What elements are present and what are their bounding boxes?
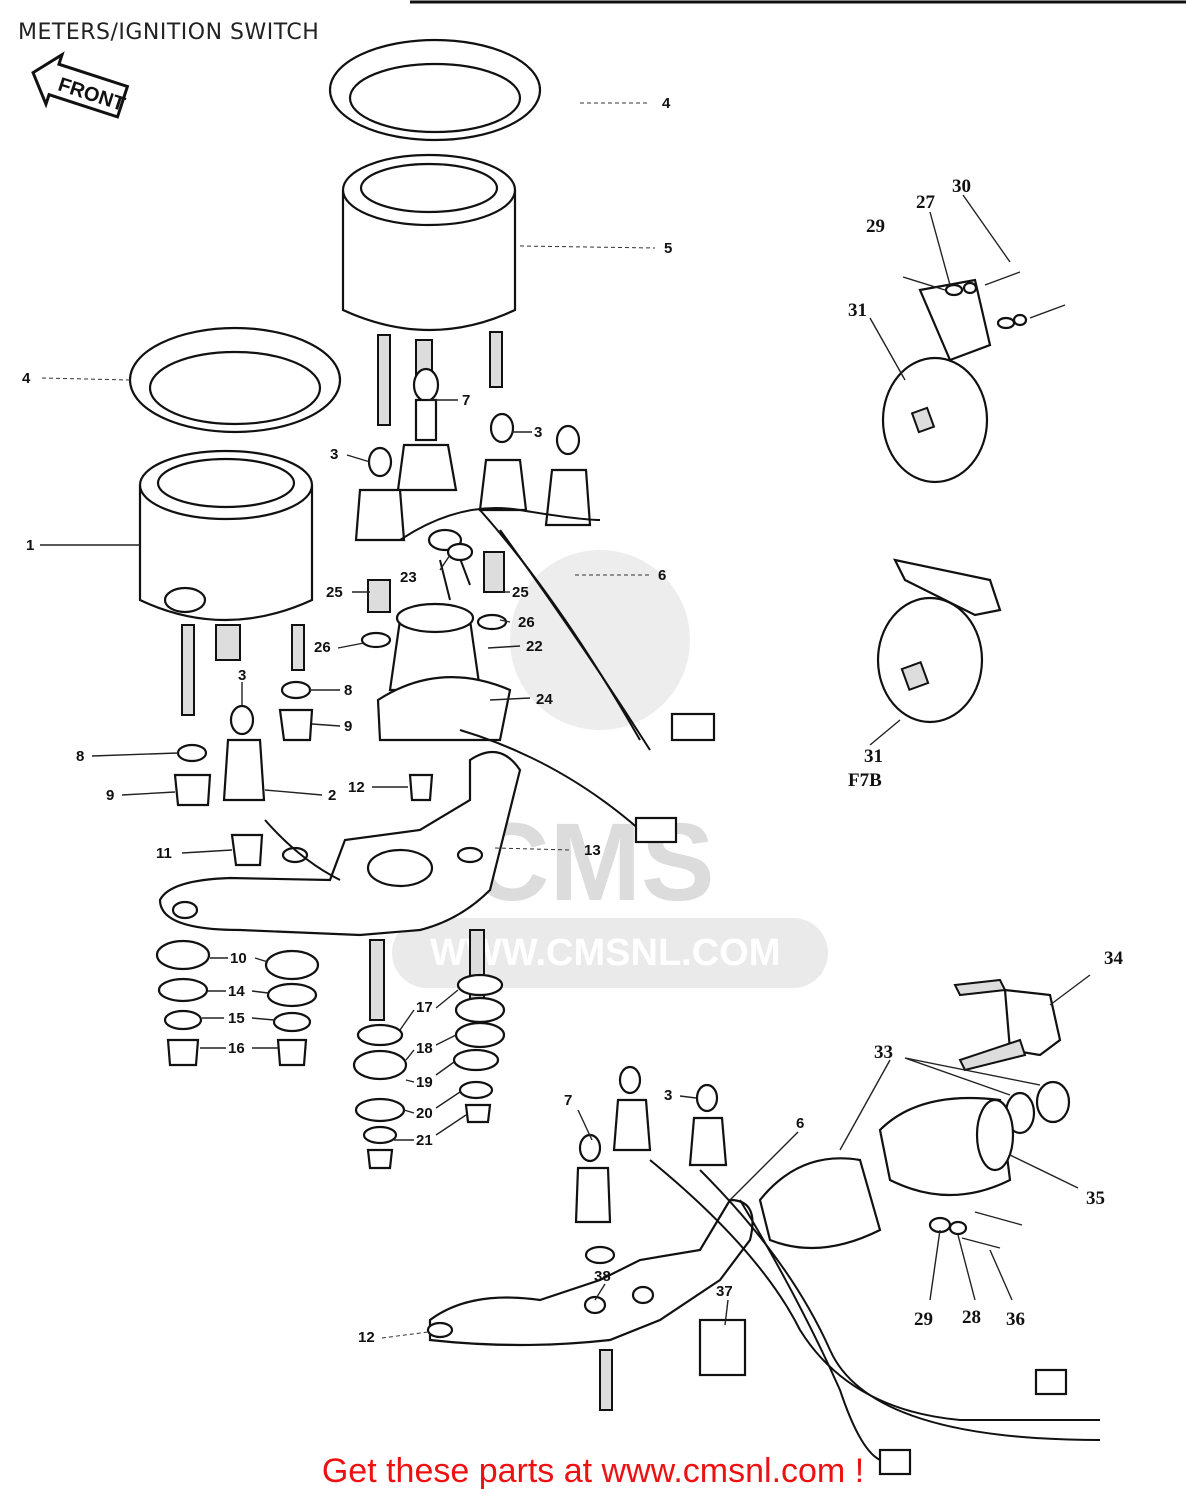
callout-22: 22 [526,638,543,655]
callout-37: 37 [716,1283,733,1300]
callout-12-upper: 12 [348,779,365,796]
callout-8-left: 8 [76,748,84,765]
callout-2: 2 [328,787,336,804]
callout-4-upper: 4 [662,95,671,112]
leader-lines [40,102,1091,1339]
callout-25-right: 25 [512,584,529,601]
callout-9-right: 9 [344,718,352,735]
callout-36: 36 [1006,1309,1025,1330]
callout-7-upper: 7 [462,392,470,409]
ignition-switch [360,528,678,844]
upper-meter-bezel [328,38,542,142]
callout-3-lower-right: 3 [664,1087,672,1104]
upper-meter-body [341,153,517,426]
callout-16: 16 [228,1040,245,1057]
callout-25-left: 25 [326,584,343,601]
callout-34: 34 [1104,948,1124,969]
callout-28: 28 [962,1307,981,1328]
washer-stacks [155,939,506,1170]
horn-f7b [876,558,1002,724]
callout-3-lower: 3 [238,667,246,684]
callout-19: 19 [416,1074,433,1091]
callout-21: 21 [416,1132,433,1149]
callout-26-left: 26 [314,639,331,656]
variant-label-f7b: F7B [848,770,882,791]
page-title: METERS/IGNITION SWITCH [18,20,320,45]
callout-11: 11 [156,845,172,862]
callout-10: 10 [230,950,247,967]
callout-7-lower: 7 [564,1092,572,1109]
bulb-sockets-upper [354,367,716,751]
callout-33: 33 [874,1042,893,1063]
callout-6-upper: 6 [658,567,666,584]
callout-14: 14 [228,983,245,1000]
callout-13: 13 [584,842,601,859]
callout-3-upper-left: 3 [330,446,338,463]
callout-30: 30 [952,176,971,197]
callout-6-lower: 6 [796,1115,804,1132]
callout-12-lower: 12 [358,1329,375,1346]
callout-15: 15 [228,1010,245,1027]
callout-31-lower: 31 [864,746,883,767]
watermark-url: WWW.CMSNL.COM [430,932,780,974]
callout-5: 5 [664,240,672,257]
callout-29-lower: 29 [914,1309,933,1330]
callout-4-lower: 4 [22,370,31,387]
callout-20: 20 [416,1105,433,1122]
callout-9-left: 9 [106,787,114,804]
lower-meter-bezel [128,326,342,434]
lower-right-assembly [426,978,1101,1476]
callout-1: 1 [26,537,34,554]
mounting-plate [158,750,522,1021]
callout-31-upper: 31 [848,300,867,321]
callout-35: 35 [1086,1188,1105,1209]
callout-27: 27 [916,192,936,213]
callout-17: 17 [416,999,433,1016]
callout-23: 23 [400,569,417,586]
callout-8-right: 8 [344,682,352,699]
front-arrow-icon: FRONT [31,51,130,119]
callout-26-right: 26 [518,614,535,631]
callout-29-upper: 29 [866,216,885,237]
callout-24: 24 [536,691,553,708]
callout-labels: 4 5 4 7 3 3 1 6 23 25 25 26 26 22 3 8 24… [22,95,1124,1346]
callout-38: 38 [594,1268,611,1285]
footer-cta-link[interactable]: Get these parts at www.cmsnl.com ! [321,1452,865,1490]
watermark: CMS WWW.CMSNL.COM [392,550,828,988]
lower-meter-body [138,449,314,716]
callout-3-upper-right: 3 [534,424,542,441]
callout-18: 18 [416,1040,433,1057]
horn-upper [881,271,1066,484]
small-parts-left [173,680,434,881]
